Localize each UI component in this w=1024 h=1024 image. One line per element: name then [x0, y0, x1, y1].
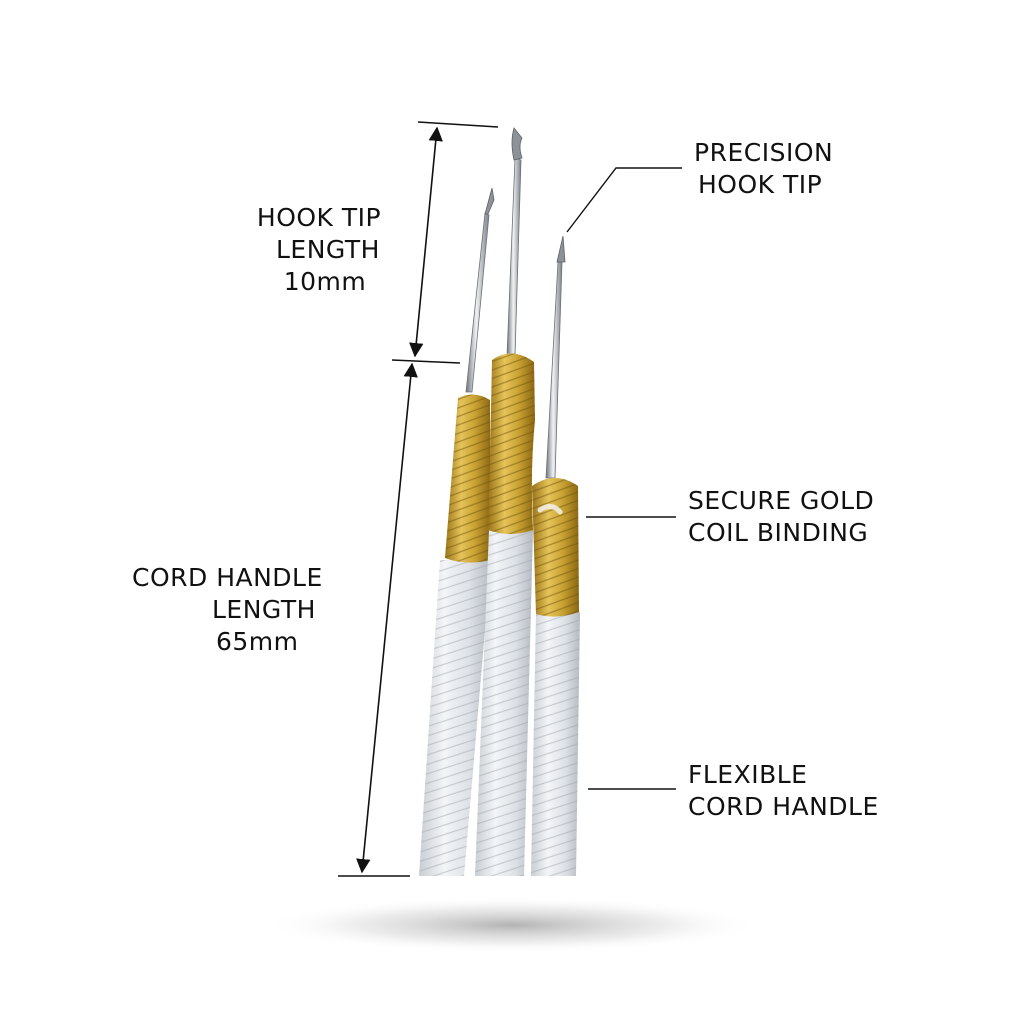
label-precision-hook-tip-line1: PRECISION [694, 138, 834, 167]
hook-needle-right [531, 235, 580, 876]
label-flexible-cord-handle: FLEXIBLE CORD HANDLE [688, 759, 879, 823]
hook-needle-left [419, 187, 495, 876]
label-cord-handle-length-line1: CORD HANDLE [132, 563, 323, 592]
label-secure-gold-coil-binding-line1: SECURE GOLD [688, 486, 875, 515]
label-precision-hook-tip-line2: HOOK TIP [698, 170, 823, 199]
hook-tip-right [556, 235, 566, 263]
hook-shaft-middle [506, 157, 522, 357]
callout-leaders [566, 167, 682, 790]
label-flexible-cord-handle-line1: FLEXIBLE [688, 760, 808, 789]
hook-shaft-left [465, 212, 490, 393]
floor-shadow [262, 897, 762, 953]
label-cord-handle-length-line2: LENGTH [212, 595, 316, 624]
hook-tip-dimension-arrow [409, 126, 443, 358]
cord-handle-dimension-arrow [356, 362, 418, 874]
hook-tip-top-tick [417, 121, 499, 128]
hook-tip-left [484, 187, 495, 215]
label-secure-gold-coil-binding-line2: COIL BINDING [688, 518, 869, 547]
precision-hook-tip-leader [566, 167, 682, 233]
label-hook-tip-length-line1: HOOK TIP [256, 203, 382, 232]
hook-tip-bottom-tick [391, 359, 461, 364]
hook-needle-middle [475, 127, 535, 876]
label-cord-handle-length-line3: 65mm [216, 627, 299, 656]
label-secure-gold-coil-binding: SECURE GOLD COIL BINDING [688, 485, 874, 549]
hook-shaft-right [545, 261, 563, 479]
label-hook-tip-length-line3: 10mm [283, 267, 367, 296]
label-hook-tip-length: HOOK TIP LENGTH 10mm [246, 202, 392, 298]
label-cord-handle-length: CORD HANDLE LENGTH 65mm [132, 562, 352, 658]
hook-tip-middle [511, 127, 523, 161]
label-precision-hook-tip: PRECISION HOOK TIP [694, 137, 833, 201]
label-flexible-cord-handle-line2: CORD HANDLE [688, 792, 879, 821]
dimension-markers [338, 121, 499, 877]
label-hook-tip-length-line2: LENGTH [276, 235, 380, 264]
